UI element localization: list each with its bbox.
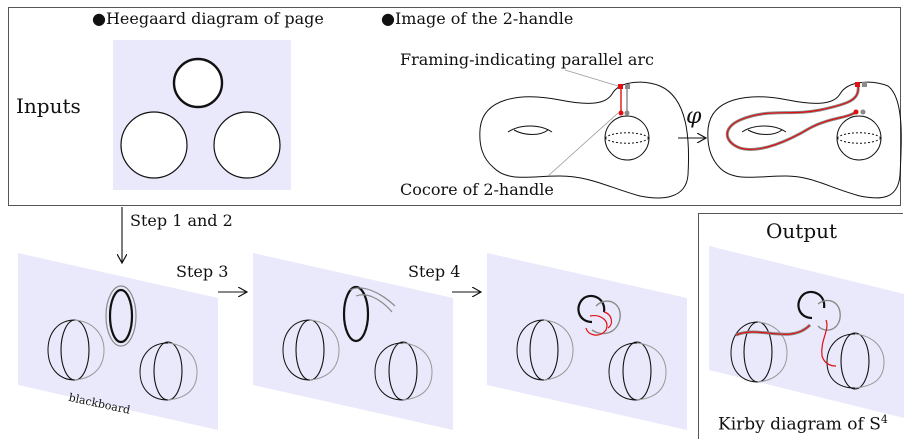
bullet-heegaard-text: Heegaard diagram of page bbox=[105, 9, 324, 28]
kirby-label-sup: 4 bbox=[880, 413, 888, 426]
heegaard-disk-left bbox=[120, 111, 188, 179]
output-kirby-panel bbox=[709, 246, 904, 418]
bullet-image-item: ●Image of the 2-handle bbox=[381, 11, 573, 27]
bullet-dot: ● bbox=[381, 9, 395, 28]
heegaard-panel bbox=[113, 40, 291, 190]
inputs-frame bbox=[8, 7, 901, 206]
bullet-heegaard-item: ●Heegaard diagram of page bbox=[92, 11, 324, 27]
surface-image bbox=[707, 81, 902, 199]
step12-label: Step 1 and 2 bbox=[130, 211, 233, 230]
phi-label: φ bbox=[686, 104, 702, 129]
step4-label: Step 4 bbox=[408, 262, 461, 281]
bullet-image-text: Image of the 2-handle bbox=[394, 9, 574, 28]
kirby-label-text: Kirby diagram of S bbox=[718, 414, 881, 435]
inputs-label: Inputs bbox=[16, 94, 81, 118]
heegaard-curve bbox=[172, 57, 224, 109]
cocore-label: Cocore of 2-handle bbox=[400, 180, 554, 199]
output-label: Output bbox=[766, 219, 838, 243]
output-frame bbox=[698, 213, 903, 439]
kirby-diagram-label: Kirby diagram of S4 bbox=[718, 414, 888, 434]
bullet-dot: ● bbox=[92, 9, 106, 28]
blackboard-panel-2 bbox=[253, 253, 453, 430]
blackboard-panel-3 bbox=[487, 253, 687, 430]
surface-input bbox=[479, 81, 690, 199]
heegaard-disk-right bbox=[213, 111, 281, 179]
step3-label: Step 3 bbox=[176, 262, 229, 281]
blackboard-panel-1 bbox=[18, 253, 218, 430]
framing-arc-label: Framing-indicating parallel arc bbox=[400, 50, 655, 69]
